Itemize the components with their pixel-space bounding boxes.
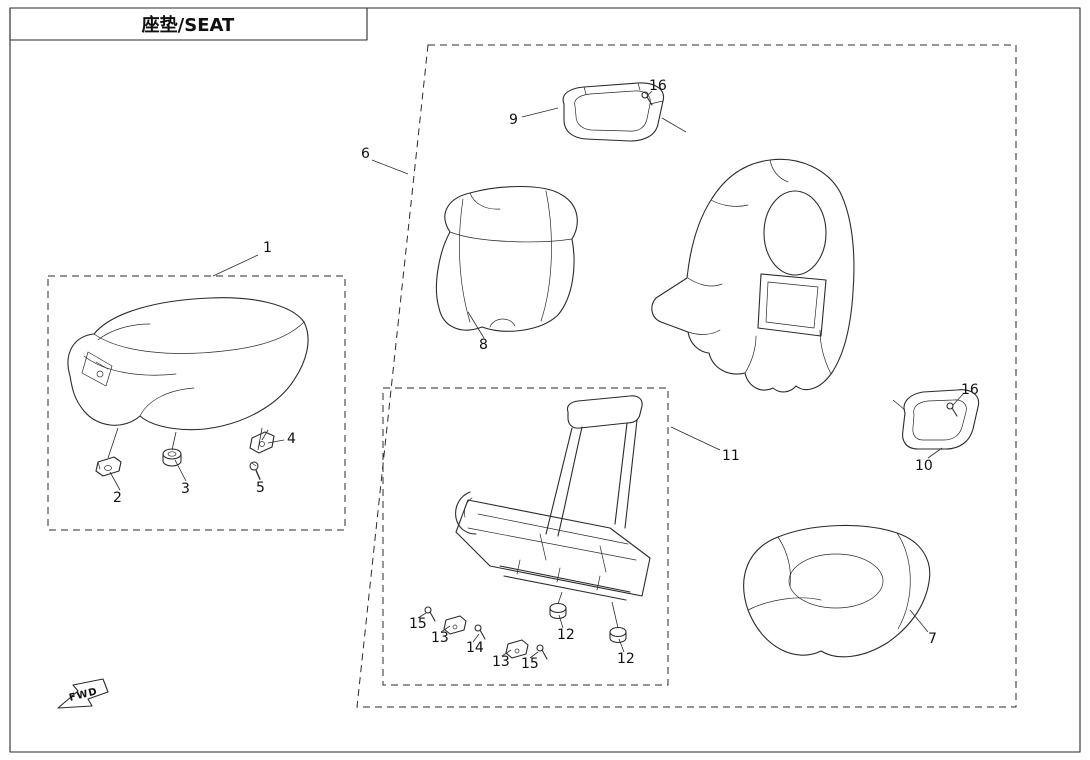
callout-2: 2 xyxy=(113,490,122,506)
seat-frame-drawing xyxy=(455,395,651,629)
callout-11: 11 xyxy=(722,448,740,464)
screw-15a-drawing xyxy=(424,606,436,622)
screw-16b-drawing xyxy=(946,402,958,417)
backrest-cushion-drawing xyxy=(435,185,578,332)
bottom-cover-drawing xyxy=(743,524,931,658)
seat-group-boundary xyxy=(47,275,346,531)
clamp-13a-drawing xyxy=(443,615,467,635)
callout-13b: 13 xyxy=(492,654,510,670)
fwd-arrow: FWD xyxy=(57,678,109,709)
callout-6: 6 xyxy=(361,146,370,162)
callout-numbers: 1 2 3 4 5 6 7 8 9 10 11 12 12 13 13 14 1… xyxy=(113,78,979,672)
screw-15b-drawing xyxy=(536,644,548,660)
callout-13a: 13 xyxy=(431,630,449,646)
nut-12a-drawing xyxy=(549,602,567,620)
callout-3: 3 xyxy=(181,481,190,497)
callout-10: 10 xyxy=(915,458,933,474)
callout-4: 4 xyxy=(287,431,296,447)
callout-14: 14 xyxy=(466,640,484,656)
callout-8: 8 xyxy=(479,337,488,353)
fastener-5-drawing xyxy=(249,461,261,480)
page-border xyxy=(9,7,1081,753)
seat-cushion-drawing xyxy=(67,297,309,459)
callout-16b: 16 xyxy=(961,382,979,398)
upper-bracket-drawing xyxy=(562,82,687,142)
callout-15a: 15 xyxy=(409,616,427,632)
callout-1: 1 xyxy=(263,240,272,256)
fastener-3-drawing xyxy=(162,448,182,467)
page-title: 座垫/SEAT xyxy=(142,14,235,36)
fwd-label: FWD xyxy=(68,686,99,704)
callout-5: 5 xyxy=(256,480,265,496)
lower-bracket-drawing xyxy=(892,389,980,450)
frame-group-boundary xyxy=(382,387,669,686)
screw-14-drawing xyxy=(474,624,486,640)
callout-leaders xyxy=(109,90,965,659)
callout-9: 9 xyxy=(509,112,518,128)
callout-12b: 12 xyxy=(617,651,635,667)
callout-7: 7 xyxy=(928,631,937,647)
callout-12a: 12 xyxy=(557,627,575,643)
nut-12b-drawing xyxy=(609,626,627,644)
callout-16a: 16 xyxy=(649,78,667,94)
title-box xyxy=(9,7,368,41)
backrest-group-boundary xyxy=(356,44,1017,708)
fastener-2-drawing xyxy=(95,456,122,477)
callout-15b: 15 xyxy=(521,656,539,672)
fastener-4-drawing xyxy=(249,431,275,454)
backrest-panel-drawing xyxy=(651,158,855,393)
